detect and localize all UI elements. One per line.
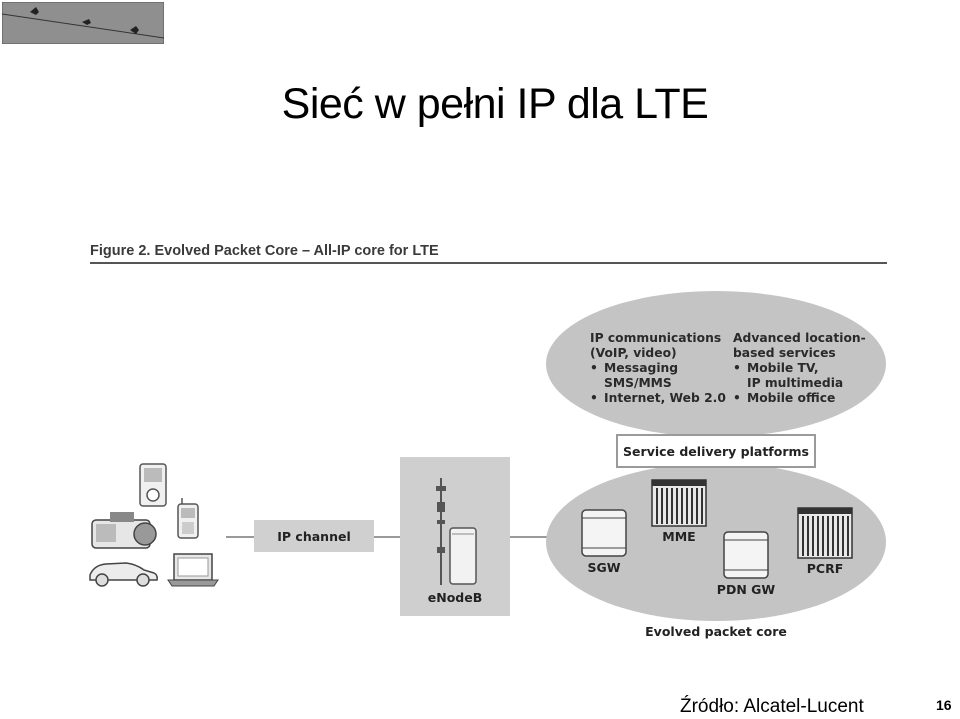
sgw-label: SGW [587,560,621,575]
figure-rule [90,262,887,264]
bird-icon [30,7,39,15]
ip-multimedia-item: IP multimedia [747,376,844,390]
location-heading: Advanced location- [733,331,866,345]
page-number: 16 [936,697,952,713]
mme-label: MME [662,529,696,544]
bird-icon [82,19,91,25]
video-camera-icon [91,512,157,549]
ip-communications-block: IP communications (VoIP, video) Messagin… [590,331,726,406]
source-credit: Źródło: Alcatel-Lucent [680,696,864,717]
ip-channel-label: IP channel [277,529,351,544]
internet-item: Internet, Web 2.0 [590,391,726,406]
sms-mms-item: SMS/MMS [604,376,672,390]
antenna-tower-icon [436,478,477,585]
laptop-icon [167,553,219,587]
mobile-phone-icon [177,498,199,539]
pdn-gw-server-icon [723,531,769,579]
pcrf-label: PCRF [806,561,844,576]
location-services-block: Advanced location- based services Mobile… [733,331,866,406]
ip-channel-box [254,520,374,552]
media-player-icon [139,463,167,507]
birds-on-wire-logo [2,2,164,44]
bird-icon [130,26,139,34]
mobile-office-item: Mobile office [733,391,866,406]
pdn-gw-label: PDN GW [716,582,776,597]
core-label: Evolved packet core [645,624,787,639]
mme-rack-icon [651,479,707,527]
mobile-tv-item: Mobile TV, [733,361,866,376]
sgw-server-icon [581,509,627,557]
service-delivery-label: Service delivery platforms [623,444,809,459]
ip-comm-heading-2: (VoIP, video) [590,346,677,360]
messaging-item: Messaging [590,361,726,376]
slide-title: Sieć w pełni IP dla LTE [281,80,709,128]
car-icon [89,562,158,587]
core-ellipse [546,463,886,621]
enodeb-label: eNodeB [427,590,483,605]
location-heading-2: based services [733,346,836,360]
ip-comm-heading: IP communications [590,331,722,345]
pcrf-rack-icon [797,507,853,559]
figure-caption: Figure 2. Evolved Packet Core – All-IP c… [90,243,439,259]
service-delivery-box [616,434,816,468]
